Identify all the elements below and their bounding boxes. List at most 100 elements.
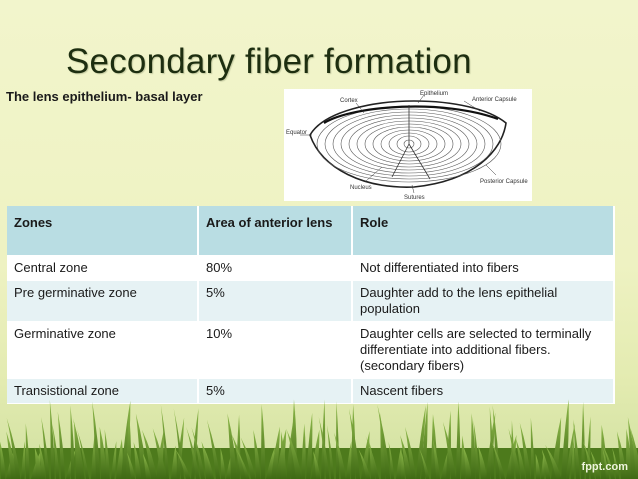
grass-blade xyxy=(231,434,247,479)
grass-blade xyxy=(627,417,637,479)
grass-blade xyxy=(515,437,526,479)
watermark-text: fppt.com xyxy=(581,461,628,473)
table-row: Transistional zone 5% Nascent fibers xyxy=(7,378,615,404)
table-row: Germinative zone 10% Daughter cells are … xyxy=(7,321,615,379)
lens-diagram: Epithelium Anterior Capsule Cortex Equat… xyxy=(284,89,532,201)
grass-blade xyxy=(432,438,440,479)
grass-blade xyxy=(111,440,117,479)
grass-blade xyxy=(203,446,215,479)
grass-blade xyxy=(473,420,480,479)
grass-blade xyxy=(541,449,551,479)
grass-blade xyxy=(396,447,403,479)
grass-blade xyxy=(365,435,380,479)
grass-blade xyxy=(461,435,466,479)
table-row: Pre germinative zone 5% Daughter add to … xyxy=(7,280,615,322)
grass-blade xyxy=(280,431,287,479)
grass-blade xyxy=(573,419,580,479)
header-area: Area of anterior lens xyxy=(198,206,353,256)
grass-blade xyxy=(57,411,66,479)
grass-blade xyxy=(206,419,221,479)
grass-blade xyxy=(582,440,595,479)
grass-blade xyxy=(236,449,250,479)
grass-blade xyxy=(92,401,101,479)
grass-blade xyxy=(346,441,352,479)
grass-blade xyxy=(463,447,472,479)
grass-blade xyxy=(6,431,17,479)
grass-blade xyxy=(73,420,82,479)
grass-blade xyxy=(301,423,306,479)
table-row: Central zone 80% Not differentiated into… xyxy=(7,255,615,281)
grass-blade xyxy=(104,429,110,479)
grass-blade xyxy=(41,417,50,479)
grass-blade xyxy=(336,401,340,479)
label-cortex: Cortex xyxy=(340,98,358,104)
zones-table: Zones Area of anterior lens Role Central… xyxy=(7,206,615,404)
grass-blade xyxy=(313,451,321,479)
grass-blade xyxy=(253,429,261,479)
grass-blade xyxy=(318,416,330,479)
grass-blade xyxy=(400,435,412,479)
suture-lines xyxy=(391,105,431,180)
cell-role: Nascent fibers xyxy=(352,378,615,404)
label-posterior-capsule: Posterior Capsule xyxy=(480,179,528,185)
table-header-row: Zones Area of anterior lens Role xyxy=(7,206,615,256)
grass-blade xyxy=(6,417,21,479)
grass-blade xyxy=(419,449,430,479)
grass-blade xyxy=(377,404,391,479)
grass-blade xyxy=(286,429,302,479)
grass-blade xyxy=(535,453,541,479)
grass-blade xyxy=(72,418,85,479)
grass-blade xyxy=(52,423,60,479)
grass-decoration xyxy=(0,399,638,479)
grass-blade xyxy=(220,448,226,479)
grass-blade xyxy=(240,437,256,479)
cell-zone: Central zone xyxy=(7,255,199,281)
label-nucleus: Nucleus xyxy=(350,185,372,191)
grass-blade xyxy=(401,452,405,479)
grass-blade xyxy=(456,401,461,479)
grass-blade xyxy=(530,417,535,479)
grass-blade xyxy=(271,426,280,479)
cell-role: Daughter add to the lens epithelial popu… xyxy=(352,280,615,322)
cell-area: 5% xyxy=(198,280,353,322)
grass-blade xyxy=(508,428,521,479)
grass-blade xyxy=(160,404,170,479)
grass-blade xyxy=(116,439,123,479)
grass-blade xyxy=(388,441,395,479)
grass-blade xyxy=(186,426,200,479)
cell-zone: Transistional zone xyxy=(7,378,199,404)
grass-blade xyxy=(405,426,416,479)
grass-blade xyxy=(21,441,26,479)
grass-blade xyxy=(361,431,370,479)
grass-blade xyxy=(334,432,346,479)
cell-role: Daughter cells are selected to terminall… xyxy=(352,321,615,379)
lens-diagram-svg: Epithelium Anterior Capsule Cortex Equat… xyxy=(286,91,528,201)
grass-blade xyxy=(25,423,30,479)
cell-area: 80% xyxy=(198,255,353,281)
grass-blade xyxy=(348,408,361,479)
grass-blade xyxy=(227,413,237,479)
grass-blade xyxy=(442,421,457,479)
grass-blade xyxy=(152,428,167,479)
grass-blade xyxy=(175,449,191,479)
cell-role: Not differentiated into fibers xyxy=(352,255,615,281)
grass-blade xyxy=(561,399,569,479)
grass-blade xyxy=(141,429,157,479)
grass-blade xyxy=(478,446,487,479)
grass-blade xyxy=(306,412,313,479)
grass-blade xyxy=(39,443,46,479)
lens-capsule xyxy=(309,100,507,188)
slide-subtitle: The lens epithelium- basal layer xyxy=(6,89,203,104)
grass-blade xyxy=(326,424,335,479)
cell-area: 5% xyxy=(198,378,353,404)
grass-blade xyxy=(70,405,75,479)
grass-blade xyxy=(99,426,107,479)
grass-blade xyxy=(358,449,371,479)
cell-zone: Germinative zone xyxy=(7,321,199,379)
epithelium-band xyxy=(323,105,499,124)
label-leaders xyxy=(300,94,497,194)
grass-blade xyxy=(49,399,55,479)
grass-blade xyxy=(491,440,506,479)
label-epithelium: Epithelium xyxy=(420,91,448,97)
header-zones: Zones xyxy=(7,206,199,256)
